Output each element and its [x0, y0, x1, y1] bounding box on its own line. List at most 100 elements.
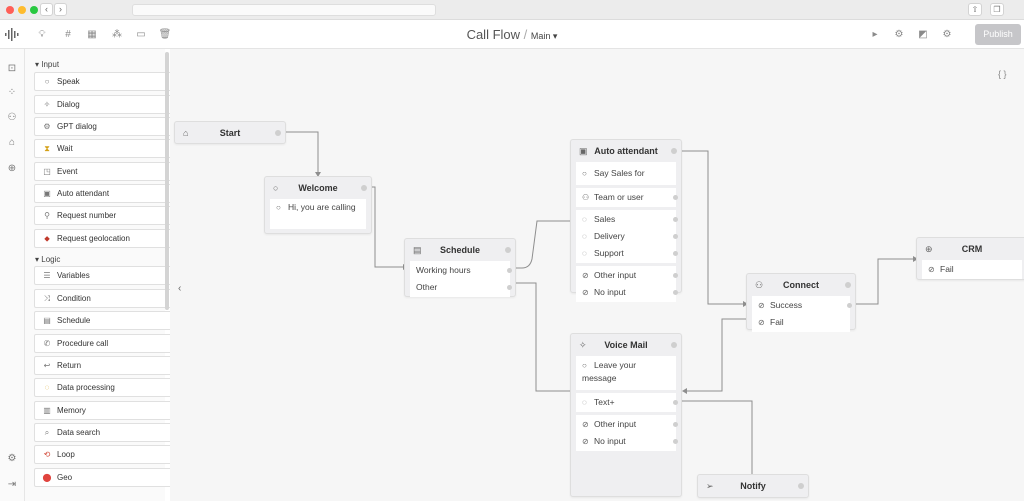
option-sales[interactable]: ◌Sales [576, 211, 678, 228]
node-welcome-speak-row[interactable]: ○Hi, you are calling [270, 199, 366, 229]
output-port[interactable] [507, 268, 512, 273]
node-crm[interactable]: ⊕CRM ⊘Fail [916, 237, 1024, 280]
output-port[interactable] [847, 303, 852, 308]
node-welcome[interactable]: ○Welcome ○Hi, you are calling [264, 176, 372, 234]
node-title: Voice Mail [604, 340, 648, 350]
output-port[interactable] [507, 285, 512, 290]
node-notify-output-port[interactable] [798, 483, 804, 489]
node-schedule[interactable]: ▤Schedule Working hours Other [404, 238, 516, 297]
palette-item-return[interactable]: ↩Return [34, 356, 180, 375]
trash-icon[interactable]: 🗑︎ [158, 29, 172, 40]
node-voice-mail-output-port[interactable] [671, 342, 677, 348]
schedule-output-other[interactable]: Other [410, 279, 512, 296]
minimize-window-button[interactable] [18, 6, 26, 14]
palette-item-data-search[interactable]: ⌕Data search [34, 423, 180, 442]
node-auto-attendant-output-port[interactable] [671, 148, 677, 154]
palette-item-speak[interactable]: ○Speak [34, 72, 180, 91]
card-icon[interactable]: ▭ [136, 29, 146, 40]
node-schedule-output-port[interactable] [505, 247, 511, 253]
globe-icon[interactable]: ⊕ [7, 163, 17, 174]
node-connect-output-port[interactable] [845, 282, 851, 288]
play-icon[interactable]: ▸ [872, 29, 878, 40]
hash-icon[interactable]: # [65, 29, 71, 40]
palette-item-wait[interactable]: ⧗Wait [34, 139, 180, 158]
crm-output-fail[interactable]: ⊘Fail [922, 261, 1022, 278]
connect-output-fail[interactable]: ⊘Fail [752, 314, 850, 331]
palette-item-request-number[interactable]: ⚲Request number [34, 206, 180, 225]
palette-item-dialog[interactable]: ✧Dialog [34, 95, 180, 114]
tabs-icon[interactable]: ❐ [990, 3, 1004, 16]
auto-attendant-team-row[interactable]: ⚇Team or user [576, 189, 678, 206]
palette-item-loop[interactable]: ⟲Loop [34, 445, 180, 464]
voice-mail-text-var-row[interactable]: ◌Text+ [576, 394, 678, 411]
palette-item-auto-attendant[interactable]: ▣Auto attendant [34, 184, 180, 203]
output-port[interactable] [673, 234, 678, 239]
speech-bubble-icon: ○ [44, 77, 50, 86]
voice-mail-speak-row[interactable]: ○Leave your message [576, 357, 676, 389]
option-support[interactable]: ◌Support [576, 245, 678, 262]
publish-button[interactable]: Publish [975, 24, 1021, 45]
settings-icon[interactable]: ⚙ [894, 29, 904, 40]
forward-icon[interactable]: › [54, 3, 67, 16]
auto-attendant-say-row[interactable]: ○Say Sales for [576, 163, 676, 184]
palette-item-memory[interactable]: ▥Memory [34, 401, 180, 420]
node-voice-mail[interactable]: ✧Voice Mail ○Leave your message ◌Text+ ⊘… [570, 333, 682, 497]
apps-icon[interactable]: ⁘ [7, 87, 17, 98]
users-icon[interactable]: ⚇ [7, 112, 17, 123]
output-port[interactable] [673, 251, 678, 256]
node-auto-attendant[interactable]: ▣Auto attendant ○Say Sales for ⚇Team or … [570, 139, 682, 302]
palette-item-geo[interactable]: ⬤Geo [34, 468, 180, 487]
address-bar[interactable] [132, 4, 436, 16]
maximize-window-button[interactable] [30, 6, 38, 14]
output-port[interactable] [673, 439, 678, 444]
auto-attendant-icon: ▣ [579, 146, 588, 156]
node-welcome-output-port[interactable] [361, 185, 367, 191]
output-port[interactable] [673, 400, 678, 405]
auto-attendant-no-input[interactable]: ⊘No input [576, 284, 678, 301]
flow-canvas[interactable]: ⌂Start ○Welcome ○Hi, you are calling ▤Sc… [170, 49, 1024, 501]
nodes-icon[interactable]: ⁂ [112, 29, 122, 40]
back-icon[interactable]: ‹ [40, 3, 53, 16]
collapse-panel-icon[interactable]: ‹ [178, 283, 182, 294]
node-start[interactable]: ⌂Start [174, 121, 286, 144]
palette-item-variables[interactable]: ☰Variables [34, 266, 180, 285]
auto-attendant-other-input[interactable]: ⊘Other input [576, 267, 678, 284]
voice-mail-no-input[interactable]: ⊘No input [576, 433, 678, 450]
logout-icon[interactable]: ⇥ [7, 479, 17, 490]
schedule-output-working-hours[interactable]: Working hours [410, 262, 512, 279]
grid-icon[interactable]: ▦ [87, 29, 97, 40]
palette-item-request-geolocation[interactable]: ⬥Request geolocation [34, 229, 180, 248]
palette-item-data-processing[interactable]: ◌Data processing [34, 378, 180, 397]
auto-attendant-fallbacks: ⊘Other input ⊘No input [576, 266, 678, 302]
section-logic[interactable]: ▾ Logic [35, 255, 61, 264]
close-window-button[interactable] [6, 6, 14, 14]
settings-icon[interactable]: ⚙ [7, 453, 17, 464]
palette-item-event[interactable]: ◳Event [34, 162, 180, 181]
section-input[interactable]: ▾ Input [35, 60, 60, 69]
node-start-output-port[interactable] [275, 130, 281, 136]
copy-icon[interactable]: ◩ [918, 29, 928, 40]
palette-item-label: Procedure call [57, 339, 109, 348]
output-port[interactable] [673, 217, 678, 222]
output-port[interactable] [673, 422, 678, 427]
palette-item-procedure-call[interactable]: ✆Procedure call [34, 334, 180, 353]
briefcase-icon[interactable]: ⊡ [7, 63, 17, 74]
output-port[interactable] [673, 273, 678, 278]
flow-selector[interactable]: Main ▾ [530, 31, 558, 41]
voice-mail-other-input[interactable]: ⊘Other input [576, 416, 678, 433]
bulb-icon[interactable]: 💡︎ [38, 29, 46, 40]
output-port[interactable] [673, 290, 678, 295]
output-port[interactable] [673, 195, 678, 200]
train-icon[interactable]: ⌂ [8, 137, 16, 148]
node-notify[interactable]: ➢Notify [697, 474, 809, 498]
node-connect[interactable]: ⚇Connect ⊘Success ⊘Fail [746, 273, 856, 332]
palette-item-condition[interactable]: ⤨Condition [34, 289, 180, 308]
option-delivery[interactable]: ◌Delivery [576, 228, 678, 245]
connect-output-success[interactable]: ⊘Success [752, 297, 852, 314]
palette-scrollbar[interactable] [165, 52, 169, 310]
code-braces-icon[interactable]: { } [998, 69, 1007, 79]
gear-icon[interactable]: ⚙ [942, 29, 952, 40]
share-icon[interactable]: ⇧ [968, 3, 982, 16]
palette-item-gpt-dialog[interactable]: ⚙GPT dialog [34, 117, 180, 136]
palette-item-schedule[interactable]: ▤Schedule [34, 311, 180, 330]
